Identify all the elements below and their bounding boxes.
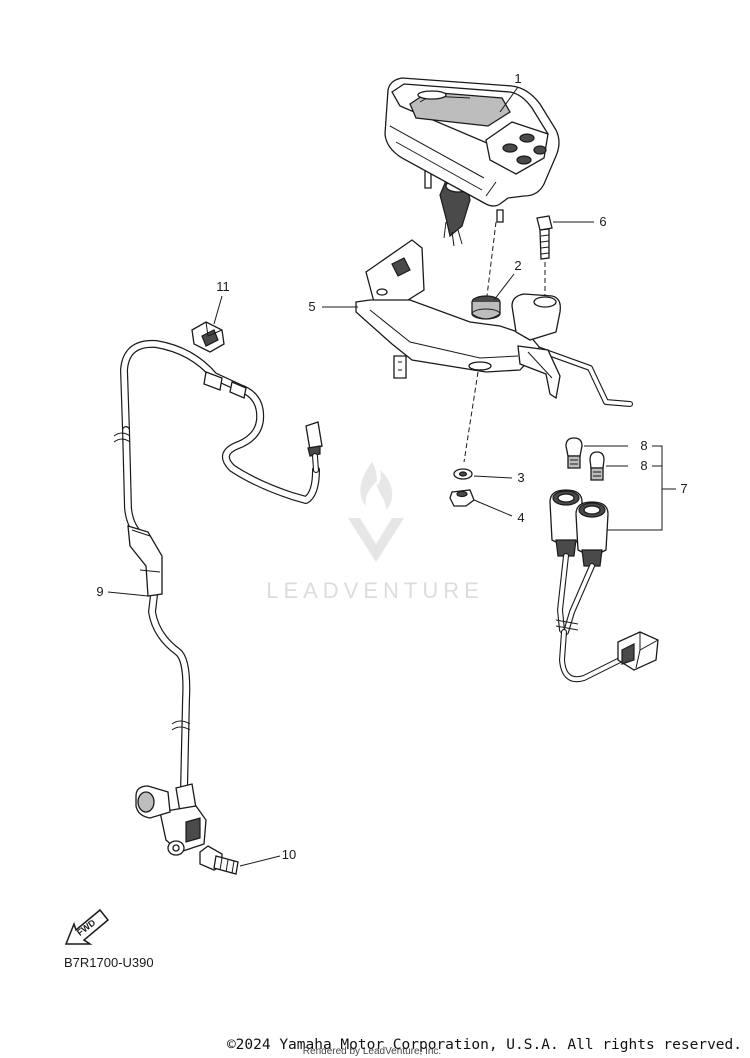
callout-9: 9 bbox=[96, 584, 149, 599]
svg-text:10: 10 bbox=[282, 847, 296, 862]
bolt-6 bbox=[536, 215, 553, 296]
svg-text:6: 6 bbox=[599, 214, 606, 229]
svg-text:4: 4 bbox=[517, 510, 524, 525]
speed-sensor-cable-9 bbox=[113, 339, 323, 856]
svg-text:8: 8 bbox=[640, 438, 647, 453]
bracket-5 bbox=[355, 239, 633, 463]
leadventure-watermark: LEADVENTURE bbox=[266, 462, 484, 603]
lead-wire-group-7 bbox=[549, 489, 659, 683]
damper-2 bbox=[471, 221, 501, 320]
svg-text:11: 11 bbox=[216, 279, 230, 294]
callout-11: 11 bbox=[213, 279, 230, 325]
callout-5: 5 bbox=[308, 299, 358, 314]
washer-3 bbox=[453, 468, 473, 480]
watermark-text: LEADVENTURE bbox=[266, 578, 484, 603]
bolt-10 bbox=[199, 845, 239, 875]
svg-text:9: 9 bbox=[96, 584, 103, 599]
fwd-arrow-icon: FWD bbox=[64, 908, 110, 945]
callout-3: 3 bbox=[473, 470, 525, 485]
callout-1: 1 bbox=[499, 71, 522, 113]
meter-assembly bbox=[384, 77, 560, 247]
svg-text:2: 2 bbox=[514, 258, 521, 273]
nut-4 bbox=[449, 489, 475, 507]
rendered-by-notice: Rendered by LeadVenture, Inc. bbox=[303, 1046, 441, 1057]
callout-4: 4 bbox=[473, 499, 525, 525]
svg-text:1: 1 bbox=[514, 71, 521, 86]
diagram-code: B7R1700-U390 bbox=[64, 955, 154, 970]
clamp-11 bbox=[191, 321, 225, 353]
bulb-8-lower bbox=[589, 451, 605, 481]
callout-2: 2 bbox=[493, 258, 522, 301]
callout-7: 7 bbox=[662, 481, 688, 496]
svg-text:7: 7 bbox=[680, 481, 687, 496]
callout-10: 10 bbox=[239, 847, 296, 867]
svg-text:5: 5 bbox=[308, 299, 315, 314]
bulb-8-upper bbox=[565, 437, 583, 469]
svg-text:8: 8 bbox=[640, 458, 647, 473]
callout-8: 8 8 bbox=[584, 438, 663, 531]
copyright-notice: ©2024 Yamaha Motor Corporation, U.S.A. A… bbox=[227, 1037, 742, 1053]
svg-text:3: 3 bbox=[517, 470, 524, 485]
callout-6: 6 bbox=[553, 214, 607, 229]
